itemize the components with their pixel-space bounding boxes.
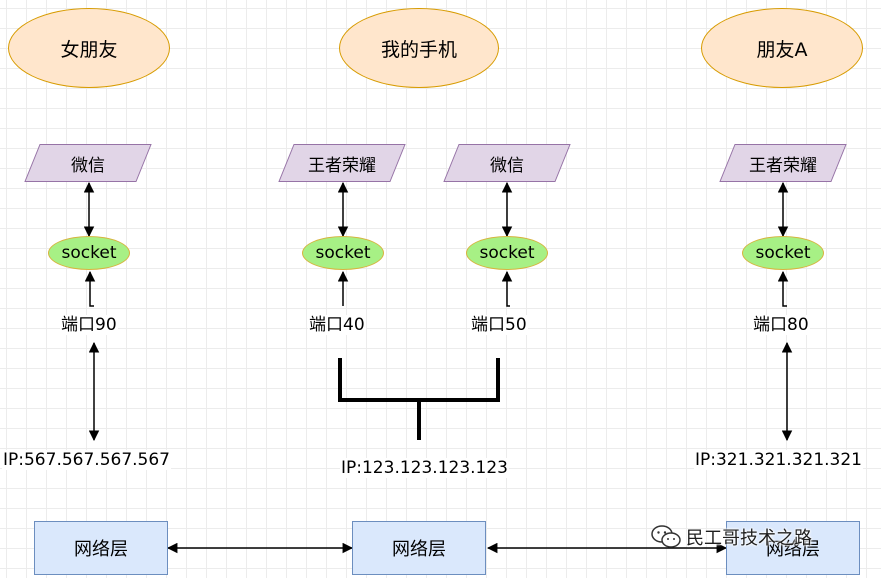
ip-friend: IP:321.321.321.321 [694,450,863,470]
socket-friend: socket [742,236,824,270]
app-girlfriend-wechat-label: 微信 [71,155,105,176]
node-friend-a-label: 朋友A [756,38,808,61]
socket-phone-1: socket [302,236,384,270]
network-layer-left: 网络层 [34,521,168,575]
socket-girlfriend-label: socket [61,243,117,263]
app-girlfriend-wechat: 微信 [24,144,152,182]
app-friend-honor-of-kings-label: 王者荣耀 [749,155,817,176]
node-girlfriend-label: 女朋友 [60,38,118,61]
network-layer-right-label: 网络层 [766,539,820,560]
socket-phone-2: socket [466,236,548,270]
app-phone-honor-of-kings-label: 王者荣耀 [308,155,376,176]
port-phone-1: 端口40 [308,315,366,335]
node-my-phone-label: 我的手机 [380,38,457,61]
arrow-port-socket-friend [777,270,789,307]
watermark: 民工哥技术之路 [650,524,812,550]
arrow-port-socket-phone-2 [501,270,513,307]
port-bracket [338,358,500,440]
port-phone-2: 端口50 [470,315,528,335]
app-friend-honor-of-kings: 王者荣耀 [719,144,847,182]
node-girlfriend: 女朋友 [8,8,170,88]
app-phone-honor-of-kings: 王者荣耀 [278,144,406,182]
app-phone-wechat: 微信 [443,144,571,182]
node-my-phone: 我的手机 [339,8,499,88]
socket-phone-1-label: socket [315,243,371,263]
ip-girlfriend: IP:567.567.567.567 [2,450,171,470]
watermark-text: 民工哥技术之路 [686,528,812,549]
socket-phone-2-label: socket [479,243,535,263]
app-phone-wechat-label: 微信 [490,155,524,176]
network-layer-middle-label: 网络层 [392,539,446,560]
socket-friend-label: socket [755,243,811,263]
ip-phone: IP:123.123.123.123 [340,458,509,478]
arrow-port-socket-girlfriend [84,270,96,307]
network-layer-middle: 网络层 [352,521,486,575]
port-friend: 端口80 [752,315,810,335]
network-layer-right: 网络层 [726,521,860,575]
port-girlfriend: 端口90 [60,315,118,335]
network-layer-left-label: 网络层 [74,539,128,560]
wechat-icon [651,525,681,548]
node-friend-a: 朋友A [701,8,863,88]
socket-girlfriend: socket [48,236,130,270]
